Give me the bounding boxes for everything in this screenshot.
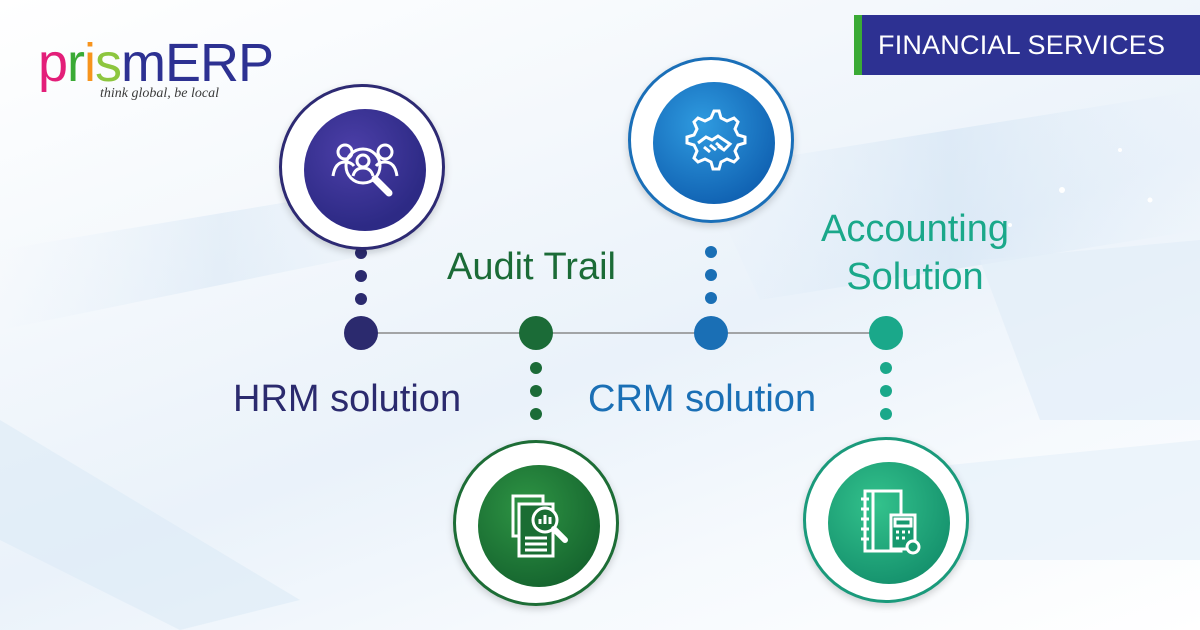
logo-letter-s: s — [95, 33, 122, 93]
audit-connector — [530, 362, 542, 420]
crm-junction — [694, 316, 728, 350]
audit-junction — [519, 316, 553, 350]
audit-label: Audit Trail — [447, 246, 616, 288]
document-analysis-icon — [511, 494, 568, 558]
logo-letter-r: r — [67, 33, 85, 93]
accounting-label-line2: Solution — [846, 256, 984, 298]
category-banner: FINANCIAL SERVICES — [854, 15, 1200, 75]
hrm-node — [279, 84, 445, 250]
ledger-calculator-icon — [861, 489, 921, 555]
hrm-junction — [344, 316, 378, 350]
crm-connector — [705, 246, 717, 304]
logo-letter-i: i — [84, 33, 96, 93]
logo-tagline: think global, be local — [100, 86, 219, 101]
logo-wordmark: prismERP — [38, 33, 274, 93]
accounting-node — [803, 437, 969, 603]
accounting-junction — [869, 316, 903, 350]
user-search-icon — [331, 143, 399, 197]
hrm-label: HRM solution — [233, 378, 462, 420]
prismerp-logo: prismERP think global, be local — [38, 36, 274, 106]
handshake-gear-icon — [685, 109, 747, 171]
hrm-connector — [355, 247, 367, 305]
audit-node — [453, 440, 619, 606]
logo-letter-m: m — [121, 33, 166, 93]
banner-text: FINANCIAL SERVICES — [878, 29, 1166, 60]
crm-label: CRM solution — [588, 378, 817, 420]
logo-letter-p: p — [38, 33, 68, 93]
accounting-connector — [880, 362, 892, 420]
logo-erp: ERP — [165, 33, 274, 93]
accounting-label-line1: Accounting — [820, 208, 1009, 250]
accounting-label: Accounting Solution — [810, 205, 1020, 301]
crm-node — [628, 57, 794, 223]
